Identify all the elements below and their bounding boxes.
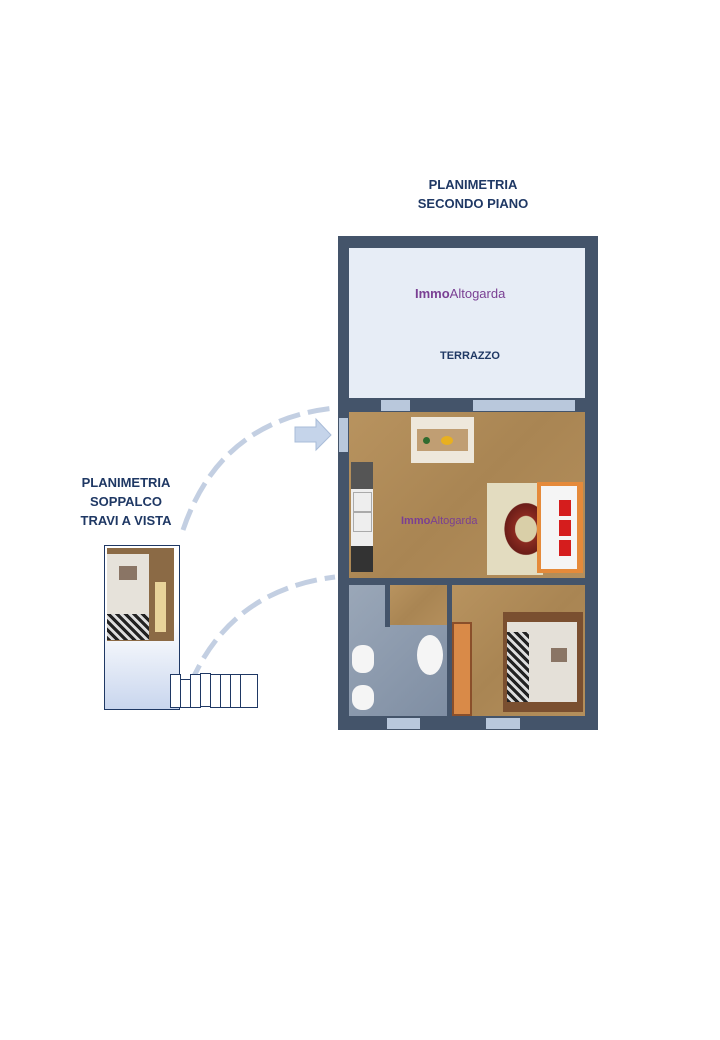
soppalco-bedroom [107,548,174,641]
pillow [119,566,137,580]
window [473,400,575,411]
upper-arc [180,405,336,531]
window [381,400,410,411]
sink [353,512,372,532]
plant [423,437,430,444]
soppalco-plan [104,545,180,710]
watermark: ImmoAltogarda [401,515,478,527]
main-title-line2: SECONDO PIANO [417,196,529,211]
terrace-label: TERRAZZO [440,350,500,362]
watermark: ImmoAltogarda [415,286,506,301]
arrow-right-icon [294,417,332,452]
bed-blanket [107,614,149,640]
rug [487,483,551,575]
bathroom [349,585,447,716]
sofa [537,482,583,573]
washbasin [417,635,443,675]
main-title: PLANIMETRIA SECONDO PIANO [393,175,553,213]
bed-blanket [507,632,529,702]
cushion [559,540,571,556]
window [387,718,420,729]
soppalco-bed [107,554,149,640]
pillow [551,648,567,662]
soppalco-rug [155,582,166,632]
double-bed [503,612,583,712]
cushion [559,500,571,516]
fridge [351,462,373,489]
living-kitchen: ImmoAltogarda [349,412,585,578]
bidet [352,685,374,710]
fruit-bowl [441,436,453,445]
entrance-door [339,418,348,452]
kitchen-counter [351,462,373,572]
main-title-line1: PLANIMETRIA [428,177,518,192]
stove [351,546,373,572]
soppalco-title-line1: PLANIMETRIA [81,475,171,490]
wardrobe [452,622,472,716]
soppalco-title-line3: TRAVI A VISTA [80,513,172,528]
sink [353,492,372,512]
staircase [170,673,260,709]
window [486,718,520,729]
dining-table [411,417,474,463]
bedroom [452,585,585,716]
toilet [352,645,374,673]
partition [385,585,390,627]
cushion [559,520,571,536]
soppalco-title: PLANIMETRIA SOPPALCO TRAVI A VISTA [56,473,196,530]
hallway [390,585,447,625]
terrace: ImmoAltogarda TERRAZZO [349,248,585,398]
lower-arc [187,574,336,686]
soppalco-title-line2: SOPPALCO [90,494,162,509]
